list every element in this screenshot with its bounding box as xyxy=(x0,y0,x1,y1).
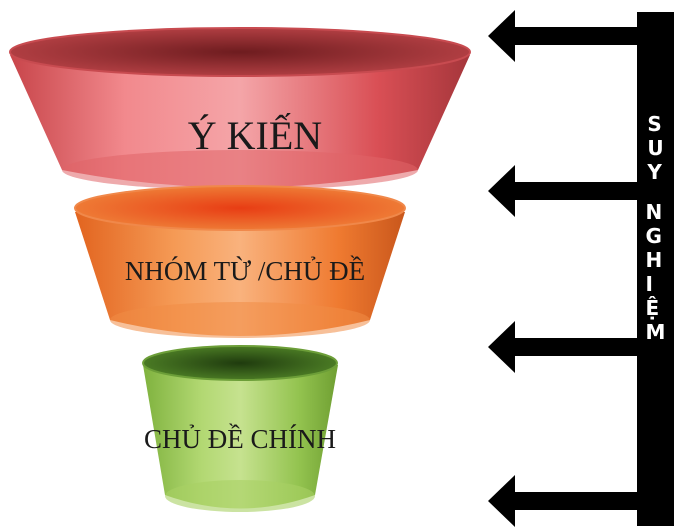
arrow-2 xyxy=(488,165,640,217)
arrow-1 xyxy=(488,10,640,62)
arrow-3 xyxy=(488,321,640,373)
tier-label-bottom: CHỦ ĐỀ CHÍNH xyxy=(144,424,336,454)
tier-middle-shape xyxy=(74,185,406,338)
tier-label-middle: NHÓM TỪ /CHỦ ĐỀ xyxy=(124,256,366,286)
arrow-4 xyxy=(488,475,640,527)
side-bar xyxy=(637,12,674,526)
tier-bottom-shape xyxy=(142,345,338,512)
tier-top-shape xyxy=(9,27,471,190)
tier-label-top: Ý KIẾN xyxy=(187,113,323,158)
